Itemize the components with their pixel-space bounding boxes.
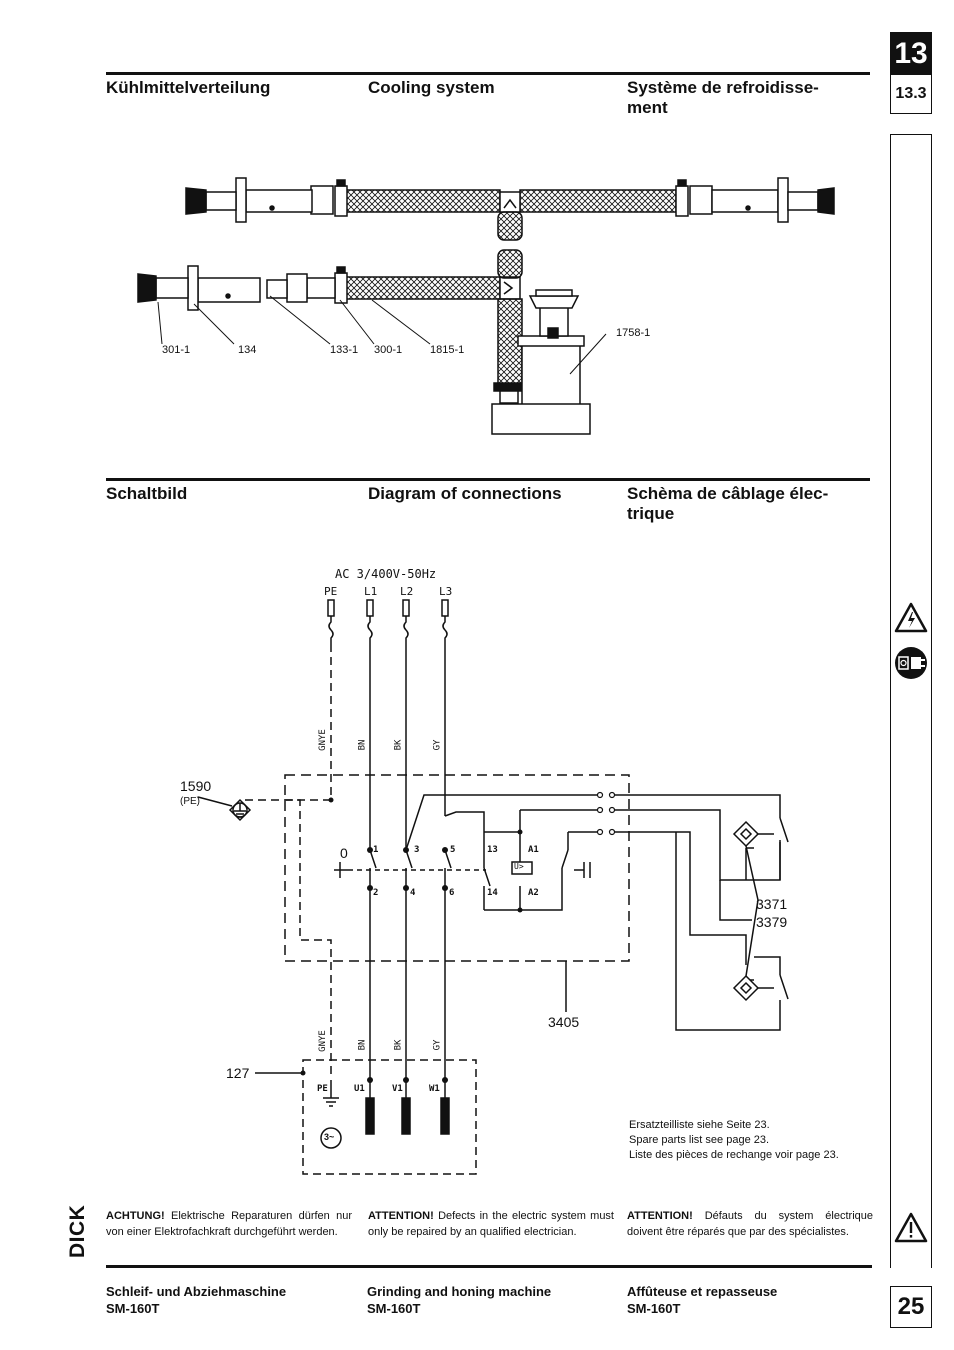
wire-color-gy-top: GY [432,739,443,751]
supply-label: AC 3/400V-50Hz [335,567,437,581]
section1-title-de: Kühlmittelverteilung [106,78,271,97]
wire-color-bk-bottom: BK [393,1039,404,1051]
motor-symbol: 3~ [324,1132,335,1142]
warning-de-body: Elektrische Reparaturen dürfen nur von e… [106,1210,352,1238]
switch-off-label: 0 [340,845,348,861]
chapter-number: 13 [894,37,928,70]
contact-5: 5 [450,845,456,855]
contact-4: 4 [410,888,416,898]
warning-fr: ATTENTION! Défauts du system électrique … [627,1208,873,1240]
wire-color-bk-top: BK [393,739,404,751]
terminal-l2: L2 [400,585,414,598]
contact-a2: A2 [528,888,539,898]
wire-color-gy-bottom: GY [432,1039,443,1051]
general-warning-icon [894,1212,928,1243]
spare-note-de: Ersatzteilliste siehe Seite 23. [629,1119,770,1131]
ref-3379: 3379 [756,914,788,930]
ref-3371: 3371 [756,896,788,912]
section1-title-fr-2: ment [627,98,668,117]
side-bar [890,134,932,1268]
contact-14: 14 [487,888,498,898]
section1-rule [106,72,870,75]
wire-color-gnye-top: GNYE [317,729,328,751]
section2-title-fr-2: trique [627,504,675,523]
page-number: 25 [897,1293,925,1320]
chapter-tab: 13 13.3 [890,32,932,114]
dick-logo: DICK [66,1190,90,1268]
relay-symbol: U> [514,862,524,871]
footer-en-line1: Grinding and honing machine [367,1284,552,1299]
warning-en: ATTENTION! Defects in the electric syste… [368,1208,614,1240]
contact-1: 1 [373,845,379,855]
motor-term-pe: PE [317,1084,328,1094]
footer-fr-line2: SM-160T [627,1301,681,1316]
footer-de-line2: SM-160T [106,1301,160,1316]
footer-rule [106,1265,872,1268]
brand-text: DICK [66,1204,89,1258]
part-label-1815-1: 1815-1 [430,344,465,356]
warning-en-title: ATTENTION! [368,1210,434,1222]
spare-note-en: Spare parts list see page 23. [629,1134,770,1146]
contact-2: 2 [373,888,379,898]
ref-1590-sub: (PE) [180,796,200,807]
contact-3: 3 [414,845,420,855]
section1-title-en: Cooling system [368,78,495,97]
part-label-300-1: 300-1 [374,344,403,356]
section2-rule [106,478,870,481]
part-label-1758-1: 1758-1 [616,327,651,339]
terminal-l3: L3 [439,585,453,598]
motor-term-w1: W1 [429,1084,440,1094]
chapter-number-box: 13 [891,33,931,75]
section2-title-en: Diagram of connections [368,484,562,503]
section1-title-fr-1: Système de refroidisse- [627,78,819,97]
ref-3405: 3405 [548,1014,580,1030]
spare-note-fr: Liste des pièces de rechange voir page 2… [629,1149,839,1161]
footer-de-line1: Schleif- und Abziehmaschine [106,1284,287,1299]
section-number: 13.3 [895,85,927,102]
wire-color-bn-top: BN [357,739,368,751]
contact-13: 13 [487,845,498,855]
section2-title-de: Schaltbild [106,484,188,503]
part-label-134: 134 [238,344,257,356]
part-label-301-1: 301-1 [162,344,191,356]
warning-fr-title: ATTENTION! [627,1210,693,1222]
warning-en-body: Defects in the electric system must only… [368,1210,614,1238]
wire-color-bn-bottom: BN [357,1039,368,1051]
cooling-system-drawing [137,177,835,435]
ref-1590: 1590 [180,778,212,794]
motor-term-u1: U1 [354,1084,365,1094]
contact-a1: A1 [528,845,539,855]
section2-title-fr-1: Schèma de câblage élec- [627,484,829,503]
unplug-icon [895,647,927,679]
warning-fr-body: Défauts du system électrique doivent êtr… [627,1210,873,1238]
lightning-warning-icon [894,602,928,633]
terminal-l1: L1 [364,585,378,598]
page-number-box: 25 [890,1286,932,1328]
terminal-pe: PE [324,585,338,598]
contact-6: 6 [449,888,455,898]
part-label-133-1: 133-1 [330,344,359,356]
ref-127: 127 [226,1065,250,1081]
footer-en-line2: SM-160T [367,1301,421,1316]
footer-fr-line1: Affûteuse et repasseuse [627,1284,778,1299]
motor-term-v1: V1 [392,1084,403,1094]
warning-de: ACHTUNG! Elektrische Reparaturen dürfen … [106,1208,352,1240]
wire-color-gnye-bottom: GNYE [317,1030,328,1052]
warning-de-title: ACHTUNG! [106,1210,165,1222]
